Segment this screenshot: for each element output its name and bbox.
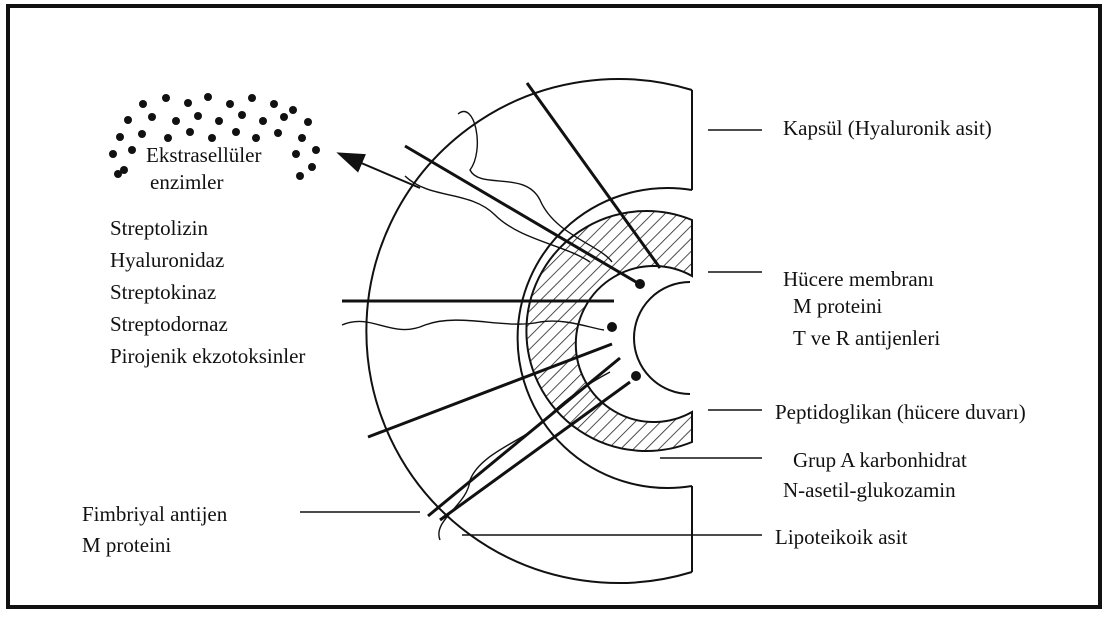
enzyme-item: Streptolizin (110, 212, 305, 244)
fimbrial-m-protein-label: M proteini (82, 533, 171, 557)
enzyme-item: Streptokinaz (110, 276, 305, 308)
membrane-label: Hücere membranı (783, 267, 934, 291)
peptidoglycan-label: Peptidoglikan (hücere duvarı) (775, 400, 1026, 424)
lipoteichoic-label: Lipoteikoik asit (775, 525, 907, 549)
m-protein-label: M proteini (793, 294, 882, 318)
membrane-arc (634, 282, 690, 394)
release-arrow (340, 154, 420, 188)
n-acetyl-label: N-asetil-glukozamin (783, 478, 956, 502)
extracellular-title-line2: enzimler (150, 170, 223, 194)
capsule-label: Kapsül (Hyaluronik asit) (783, 116, 992, 140)
enzyme-item: Hyaluronidaz (110, 244, 305, 276)
extracellular-title-line1: Ekstrasellüler (146, 143, 261, 167)
m-protein-dot (631, 371, 641, 381)
m-protein-dot (607, 322, 617, 332)
fimbrial-antigen-label: Fimbriyal antijen (82, 502, 227, 526)
enzyme-list: Streptolizin Hyaluronidaz Streptokinaz S… (110, 212, 305, 372)
group-a-label: Grup A karbonhidrat (793, 448, 967, 472)
t-r-antigen-label: T ve R antijenleri (793, 326, 940, 350)
enzyme-item: Streptodornaz (110, 308, 305, 340)
enzyme-item: Pirojenik ekzotoksinler (110, 340, 305, 372)
m-protein-dot (635, 279, 645, 289)
fimbriae-lines (342, 83, 660, 520)
